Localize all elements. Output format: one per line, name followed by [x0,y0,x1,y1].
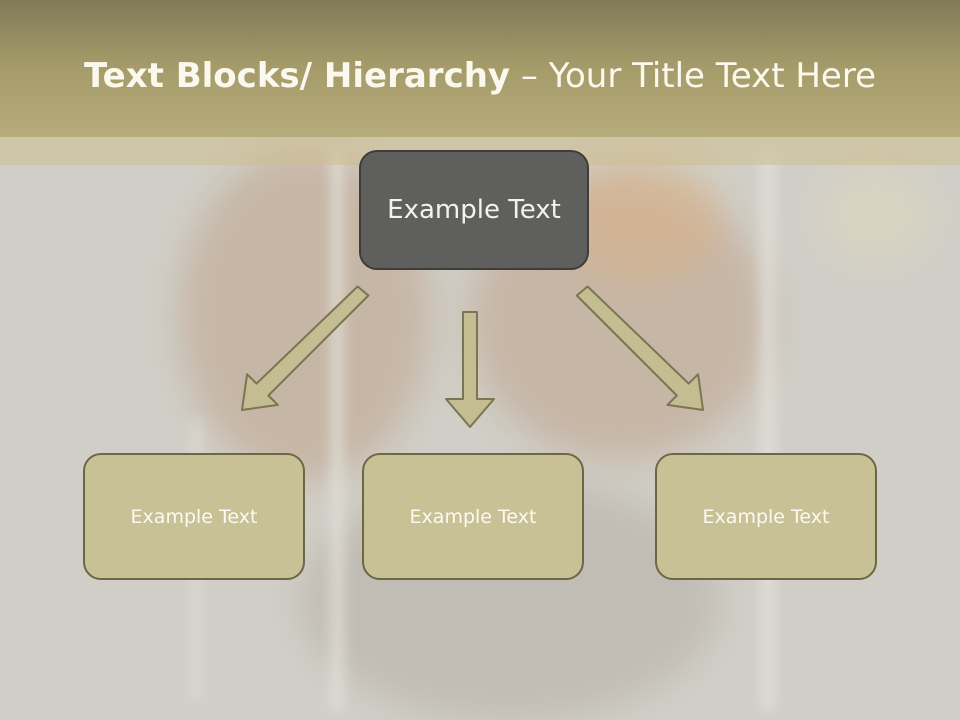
title-rest-part: – Your Title Text Here [510,56,876,96]
child-block-label: Example Text [409,505,537,528]
child-block-label: Example Text [702,505,830,528]
parent-block: Example Text [359,150,589,270]
child-block-left: Example Text [83,453,305,580]
child-block-right: Example Text [655,453,877,580]
arrow-right [575,285,704,411]
arrow-left [241,285,370,411]
parent-block-label: Example Text [387,195,561,225]
title-bold-part: Text Blocks/ Hierarchy [83,56,511,96]
slide-title: Text Blocks/ Hierarchy – Your Title Text… [0,56,960,96]
title-band [0,0,960,137]
child-block-label: Example Text [130,505,258,528]
child-block-center: Example Text [362,453,584,580]
arrow-center [445,311,495,428]
